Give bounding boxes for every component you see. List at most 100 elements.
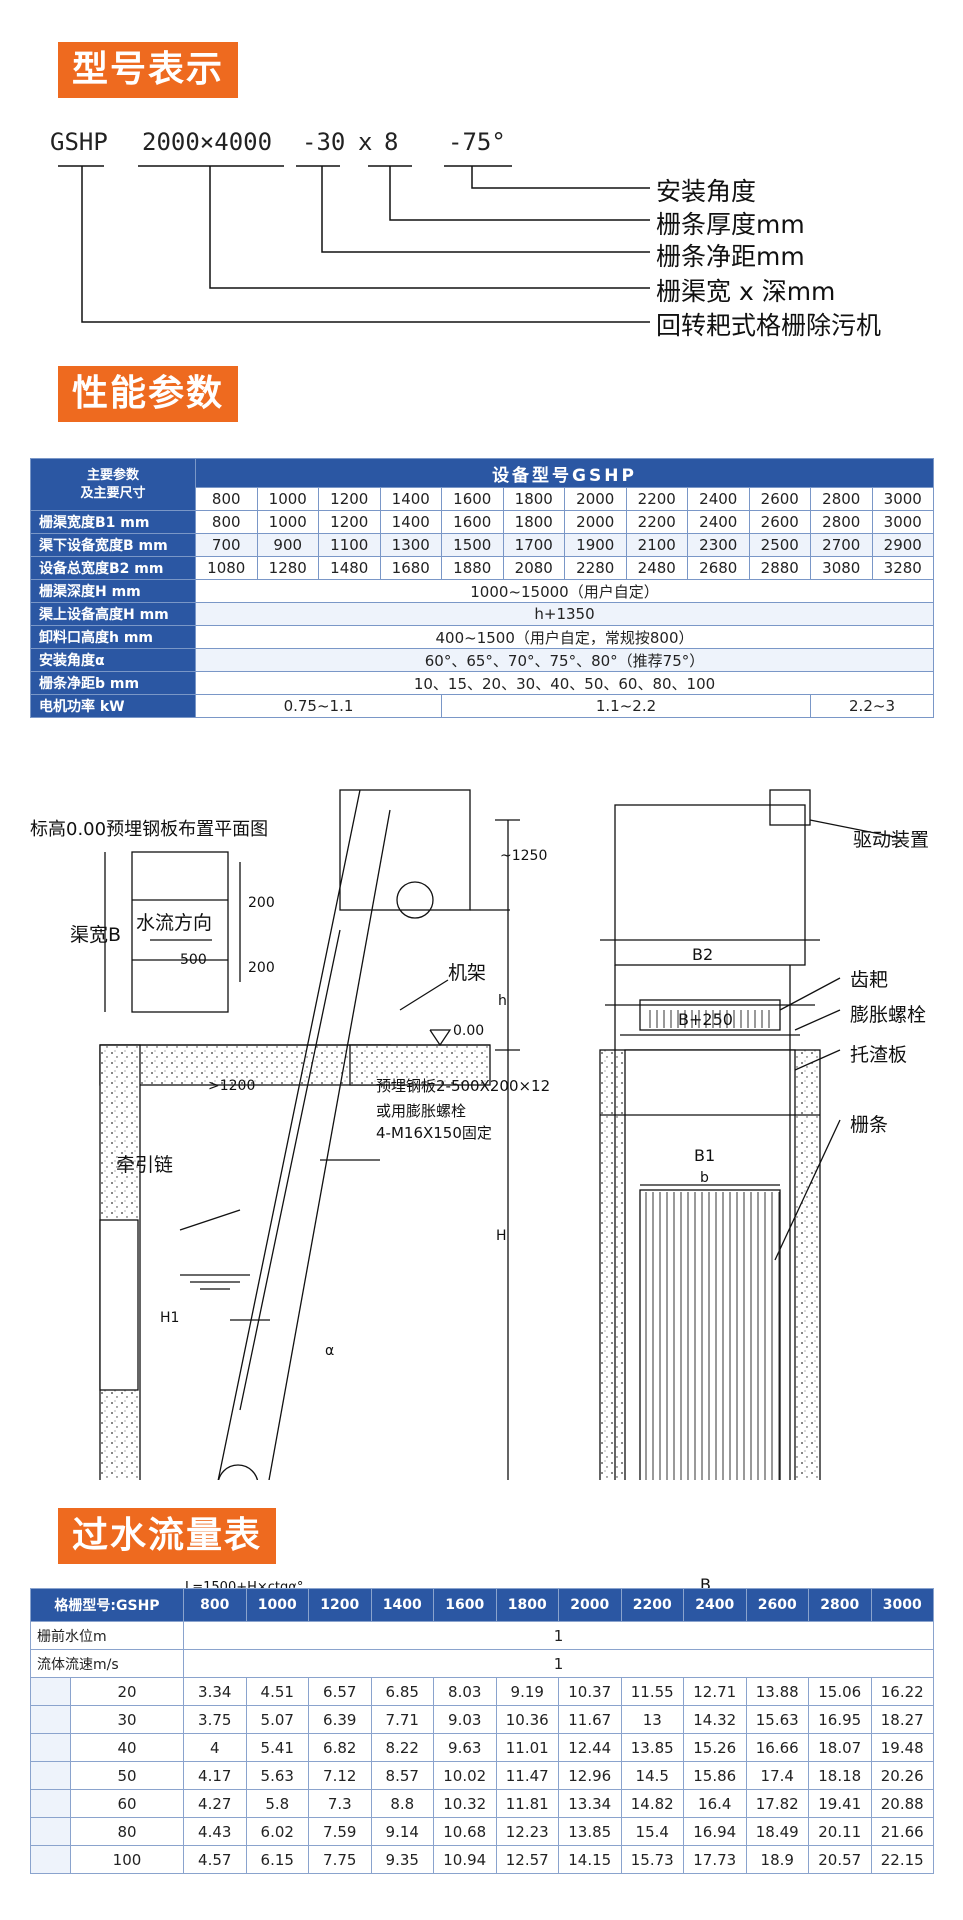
flow-cell: 19.41 [808,1789,872,1818]
plan-title: 标高0.00预埋钢板布置平面图 [30,819,269,840]
plan-plate-outline [131,851,229,1013]
flow-cell: 12.96 [558,1761,622,1790]
model-code-leader-lines [58,165,650,323]
flow-cell: 12.57 [495,1845,559,1874]
flow-cell: 18.07 [808,1733,872,1762]
flow-cell: 22.15 [870,1845,934,1874]
flow-cell: 3.75 [183,1705,247,1734]
spec-span-value: 1000~15000（用户自定） [194,579,935,603]
water-level-label: 栅前水位m [30,1621,184,1650]
flow-cell: 8.22 [370,1733,434,1762]
dim-h: h [498,993,507,1009]
flow-row-spacing: 100 [70,1845,184,1874]
flow-row-spacing: 80 [70,1817,184,1846]
flow-cell: 9.03 [433,1705,497,1734]
model-thickness: 8 [384,128,399,156]
dim-B2: B2 [692,945,714,964]
legend-machine-name: 回转耙式格栅除污机 [656,311,882,340]
channel-width-label: 渠宽B [70,924,122,946]
spec-cell: 2080 [502,556,565,580]
side-bar-screen [639,1189,781,1480]
flow-cell: 15.73 [620,1845,684,1874]
model-x: x [358,128,373,156]
flow-cell: 12.44 [558,1733,622,1762]
flow-model-1600: 1600 [433,1588,497,1622]
flow-cell: 20.88 [870,1789,934,1818]
flow-cell: 6.85 [370,1677,434,1706]
flow-cell: 11.55 [620,1677,684,1706]
plate-label: 托渣板 [850,1044,908,1066]
flow-model-2200: 2200 [620,1588,684,1622]
spec-model-1000: 1000 [256,487,319,511]
spec-span-value: 60°、65°、70°、75°、80°（推荐75°） [194,648,935,672]
legend-bar-spacing: 栅条净距mm [656,242,805,271]
spec-cell: 1500 [441,533,504,557]
flow-cell: 16.4 [683,1789,747,1818]
flow-cell: 13.85 [620,1733,684,1762]
spec-cell: 2200 [625,510,688,534]
spec-span-value: h+1350 [194,602,935,626]
flow-cell: 7.75 [308,1845,372,1874]
drive-unit [769,789,811,826]
bottom-sprocket [217,1464,259,1480]
chain-label: 牵引链 [116,1154,174,1176]
spec-cell: 2600 [748,510,811,534]
flow-row-blank [30,1761,71,1790]
flow-model-2600: 2600 [745,1588,809,1622]
dim-1200: >1200 [208,1078,256,1094]
flow-cell: 8.57 [370,1761,434,1790]
flow-model-800: 800 [183,1588,247,1622]
spec-row-label: 栅条净距b mm [30,671,196,695]
flow-cell: 13 [620,1705,684,1734]
flow-model-1200: 1200 [308,1588,372,1622]
spec-cell: 3000 [871,510,935,534]
spec-cell: 2500 [748,533,811,557]
spec-span-value: 400~1500（用户自定，常规按800） [194,625,935,649]
spec-model-1800: 1800 [502,487,565,511]
flow-cell: 7.71 [370,1705,434,1734]
spec-cell: 2700 [810,533,873,557]
flow-cell: 16.95 [808,1705,872,1734]
spec-cell: 1600 [441,510,504,534]
velocity-value: 1 [183,1649,934,1678]
flow-cell: 4 [183,1733,247,1762]
flow-cell: 16.66 [745,1733,809,1762]
alpha-label: α [325,1343,335,1359]
flow-cell: 6.02 [245,1817,309,1846]
flow-cell: 10.37 [558,1677,622,1706]
spec-group-header: 设备型号GSHP [194,458,935,488]
flow-cell: 5.07 [245,1705,309,1734]
flow-cell: 8.8 [370,1789,434,1818]
spec-header-row: 主要参数 及主要尺寸 设备型号GSHP [30,458,935,511]
dim-H: H [496,1228,507,1244]
flow-cell: 9.14 [370,1817,434,1846]
flow-row-spacing: 20 [70,1677,184,1706]
spec-model-2600: 2600 [748,487,811,511]
spec-row-label: 栅渠深度H mm [30,579,196,603]
bars-label: 栅条 [850,1114,889,1136]
flow-cell: 18.49 [745,1817,809,1846]
flow-cell: 18.18 [808,1761,872,1790]
flow-cell: 4.27 [183,1789,247,1818]
flow-cell: 15.63 [745,1705,809,1734]
flow-cell: 17.73 [683,1845,747,1874]
flow-cell: 15.26 [683,1733,747,1762]
flow-cell: 7.3 [308,1789,372,1818]
flow-cell: 17.4 [745,1761,809,1790]
flow-cell: 11.81 [495,1789,559,1818]
dim-B250: B+250 [678,1010,733,1029]
flow-cell: 5.63 [245,1761,309,1790]
spec-cell: 1700 [502,533,565,557]
flow-cell: 20.57 [808,1845,872,1874]
